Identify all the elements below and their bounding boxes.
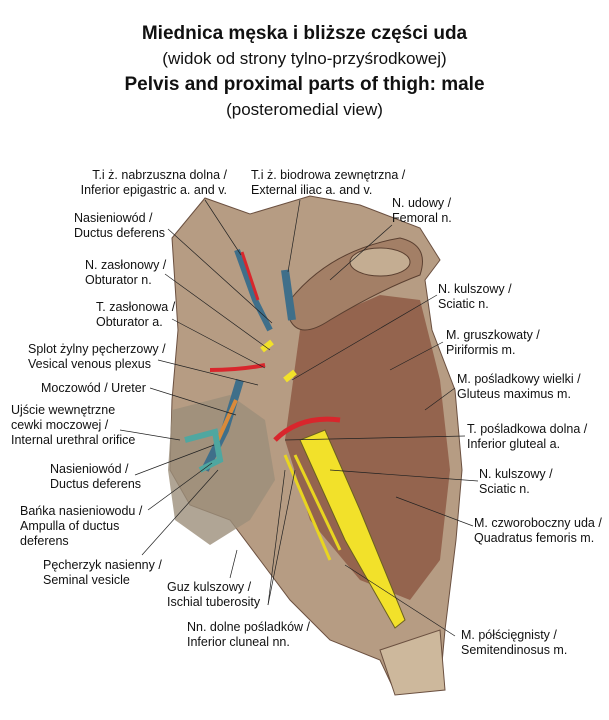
label-inferior-cluneal-nerves: Nn. dolne pośladków /Inferior cluneal nn… <box>187 620 310 649</box>
bladder-region <box>168 395 275 545</box>
label-ductus-deferens-upper: Nasieniowód /Ductus deferens <box>74 211 166 240</box>
femoral-cut-surface <box>349 247 411 277</box>
thigh-cut <box>379 629 446 696</box>
label-inferior-epigastric: T.i ż. nabrzuszna dolna /Inferior epigas… <box>80 168 227 197</box>
label-sciatic-nerve-lower: N. kulszowy /Sciatic n. <box>479 467 553 496</box>
label-gluteus-maximus: M. pośladkowy wielki /Gluteus maximus m. <box>457 372 581 401</box>
inferior-cluneal-nerves <box>283 454 342 561</box>
obturator-nerve <box>260 339 274 353</box>
epigastric-artery <box>240 251 260 301</box>
subtitle-polish: (widok od strony tylno-przyśrodkowej) <box>162 49 447 68</box>
piriformis-nerve-mark <box>283 369 297 383</box>
label-piriformis: M. gruszkowaty /Piriformis m. <box>446 328 540 357</box>
label-vesical-venous-plexus: Splot żylny pęcherzowy /Vesical venous p… <box>28 342 166 371</box>
leader-lines <box>119 199 479 637</box>
label-external-iliac: T.i ż. biodrowa zewnętrzna /External ili… <box>251 168 406 197</box>
title-english: Pelvis and proximal parts of thigh: male <box>124 74 485 95</box>
title-polish: Miednica męska i bliższe części uda <box>141 23 468 44</box>
ductus-deferens <box>184 428 224 473</box>
sciatic-nerve <box>299 429 406 629</box>
label-ischial-tuberosity: Guz kulszowy /Ischial tuberosity <box>167 580 261 609</box>
inferior-gluteal-artery <box>273 416 341 442</box>
epigastric-vessels <box>234 248 273 332</box>
vesical-plexus <box>201 378 244 472</box>
label-inferior-gluteal-artery: T. pośladkowa dolna /Inferior gluteal a. <box>467 422 588 451</box>
ureter <box>216 399 238 441</box>
label-ureter: Moczowód / Ureter <box>41 381 146 395</box>
label-ductus-deferens-lower: Nasieniowód /Ductus deferens <box>50 462 142 491</box>
subtitle-english: (posteromedial view) <box>226 100 383 119</box>
label-obturator-nerve: N. zasłonowy /Obturator n. <box>85 258 167 287</box>
label-quadratus-femoris: M. czworoboczny uda /Quadratus femoris m… <box>474 516 602 545</box>
label-semitendinosus: M. półścięgnisty /Semitendinosus m. <box>461 628 568 657</box>
label-sciatic-nerve-upper: N. kulszowy /Sciatic n. <box>438 282 512 311</box>
label-obturator-artery: T. zasłonowa /Obturator a. <box>96 300 176 329</box>
label-femoral-nerve: N. udowy /Femoral n. <box>392 196 452 225</box>
label-seminal-vesicle: Pęcherzyk nasienny /Seminal vesicle <box>43 558 162 587</box>
external-iliac-vessels <box>281 269 296 321</box>
